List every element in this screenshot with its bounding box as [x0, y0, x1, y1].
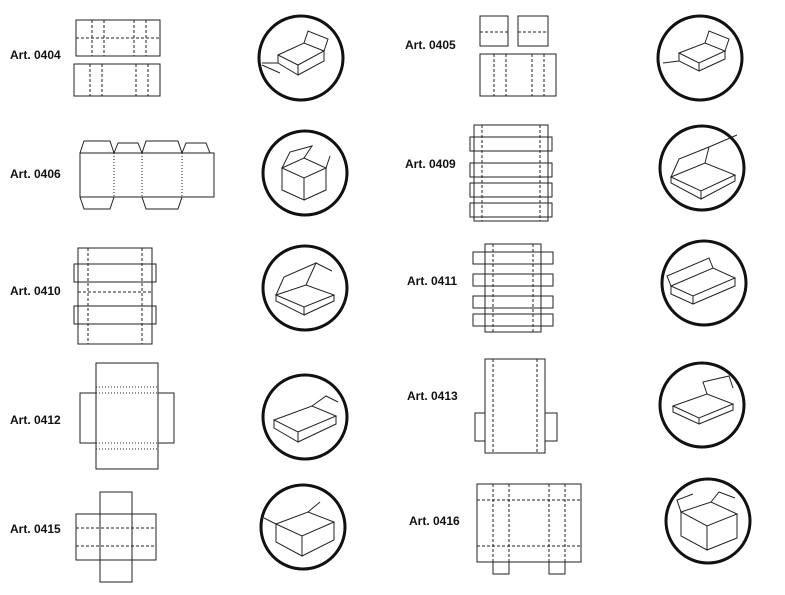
box-sketch-circle: [261, 244, 349, 332]
article-code: Art. 0415: [10, 522, 61, 536]
dieline-drawing: [479, 15, 557, 97]
article-code: Art. 0405: [405, 38, 456, 52]
dieline-drawing: [75, 491, 157, 583]
article-0404: Art. 0404: [0, 0, 392, 119]
article-code: Art. 0404: [10, 48, 61, 62]
article-0413: Art. 0413: [393, 357, 785, 476]
article-0412: Art. 0412: [0, 357, 392, 476]
dieline-drawing: [474, 358, 558, 454]
box-sketch-circle: [261, 373, 349, 461]
article-code: Art. 0412: [10, 413, 61, 427]
box-sketch-circle: [261, 129, 349, 217]
article-code: Art. 0411: [407, 274, 458, 288]
dieline-drawing: [79, 362, 175, 470]
box-sketch-circle: [664, 477, 752, 565]
dieline-drawing: [472, 243, 554, 333]
dieline-drawing: [469, 124, 553, 222]
dieline-drawing: [476, 483, 582, 575]
article-0416: Art. 0416: [393, 476, 785, 595]
dieline-drawing: [79, 140, 215, 210]
article-0406: Art. 0406: [0, 119, 392, 238]
dieline-drawing: [73, 247, 157, 345]
article-0415: Art. 0415: [0, 476, 392, 595]
box-sketch-circle: [656, 14, 744, 102]
article-code: Art. 0409: [405, 157, 456, 171]
dieline-drawing: [73, 19, 161, 97]
box-sketch-circle: [660, 239, 748, 327]
article-code: Art. 0416: [409, 514, 460, 528]
article-0405: Art. 0405: [393, 0, 785, 119]
box-sketch-circle: [658, 124, 746, 212]
article-code: Art. 0410: [10, 284, 61, 298]
box-sketch-circle: [259, 483, 347, 571]
article-code: Art. 0406: [10, 167, 61, 181]
box-sketch-circle: [658, 361, 746, 449]
article-code: Art. 0413: [407, 389, 458, 403]
article-0410: Art. 0410: [0, 238, 392, 357]
box-sketch-circle: [257, 14, 345, 102]
article-0411: Art. 0411: [393, 238, 785, 357]
article-0409: Art. 0409: [393, 119, 785, 238]
